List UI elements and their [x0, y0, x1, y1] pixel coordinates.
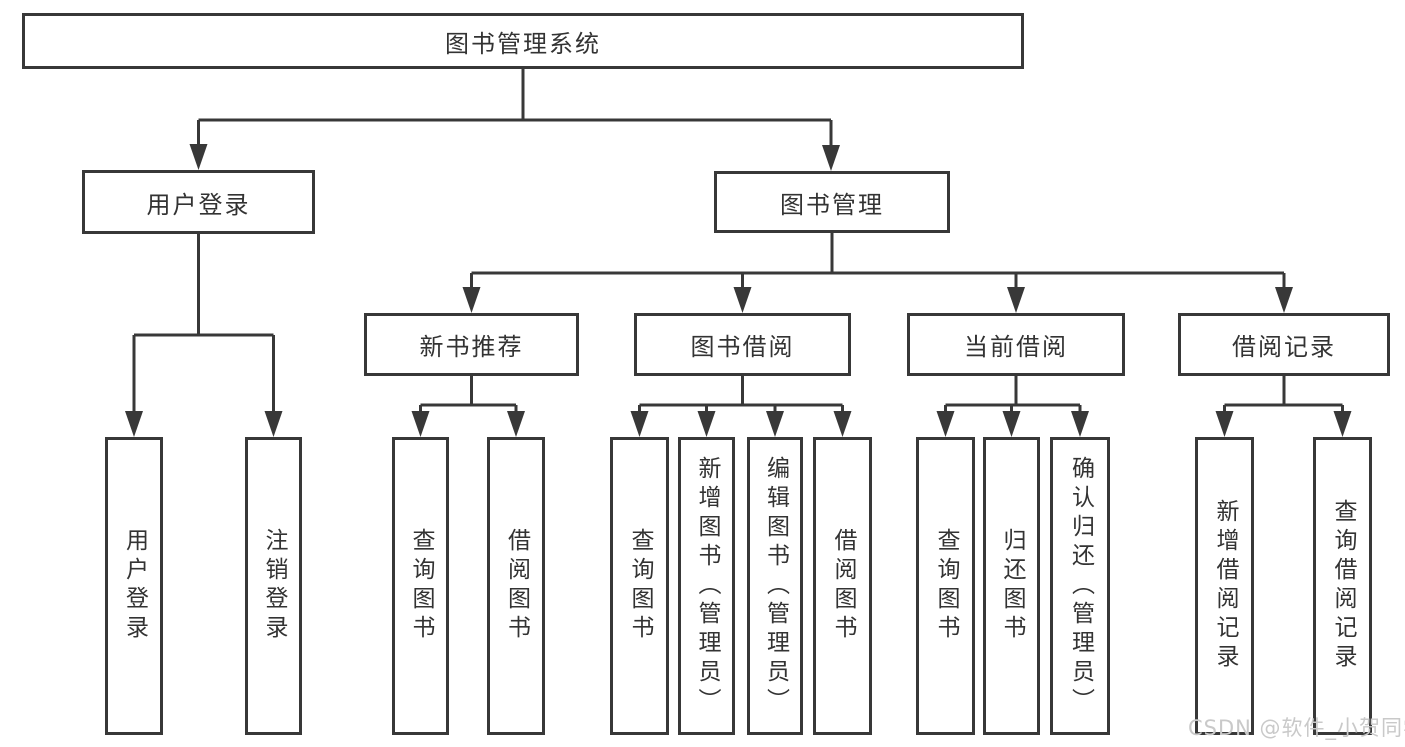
- leaf-borrow-books-recommend: 借阅图书: [487, 437, 545, 735]
- connector-current-borrow-children: [936, 376, 1089, 437]
- node-label: 图书借阅: [690, 333, 795, 361]
- node-label: 用户登录: [121, 528, 148, 644]
- leaf-add-borrow-record: 新增借阅记录: [1195, 437, 1254, 735]
- leaf-query-books-borrow: 查询图书: [610, 437, 669, 735]
- node-label: 新书推荐: [419, 333, 524, 361]
- node-label: 新增借阅记录: [1212, 499, 1238, 673]
- connector-new-book-children: [411, 376, 525, 437]
- node-label: 用户登录: [146, 190, 251, 219]
- node-label: 图书管理: [780, 190, 884, 219]
- leaf-edit-book-admin: 编辑图书（管理员）: [747, 437, 803, 735]
- node-label: 确认归还（管理员）: [1067, 455, 1094, 717]
- leaf-query-borrow-record: 查询借阅记录: [1313, 437, 1372, 735]
- node-book-borrowing: 图书借阅: [634, 313, 851, 376]
- connector-borrow-record-children: [1215, 376, 1352, 437]
- leaf-logout: 注销登录: [245, 437, 302, 735]
- leaf-query-books-current: 查询图书: [916, 437, 975, 735]
- node-label: 注销登录: [261, 528, 287, 644]
- csdn-watermark: CSDN @软件_小贺同学: [1188, 716, 1405, 740]
- node-label: 借阅记录: [1232, 333, 1336, 361]
- node-new-book-recommendation: 新书推荐: [364, 313, 579, 376]
- leaf-return-books: 归还图书: [983, 437, 1040, 735]
- node-label: 归还图书: [999, 528, 1025, 644]
- connector-book-management-children: [462, 233, 1293, 313]
- leaf-confirm-return-admin: 确认归还（管理员）: [1050, 437, 1110, 735]
- leaf-add-book-admin: 新增图书（管理员）: [678, 437, 735, 735]
- node-label: 借阅图书: [503, 528, 530, 644]
- node-borrowing-records: 借阅记录: [1178, 313, 1390, 376]
- leaf-borrow-books: 借阅图书: [813, 437, 872, 735]
- connector-root-to-level2: [189, 69, 840, 171]
- node-book-management: 图书管理: [714, 171, 950, 233]
- leaf-query-books-recommend: 查询图书: [392, 437, 449, 735]
- leaf-user-login: 用户登录: [105, 437, 163, 735]
- node-current-borrowing: 当前借阅: [907, 313, 1125, 376]
- node-label: 借阅图书: [830, 528, 856, 644]
- node-library-management-system: 图书管理系统: [22, 13, 1024, 69]
- node-user-login: 用户登录: [82, 170, 315, 234]
- connector-user-login-children: [125, 234, 283, 437]
- node-label: 图书管理系统: [445, 29, 601, 58]
- node-label: 查询图书: [408, 528, 434, 644]
- node-label: 编辑图书（管理员）: [762, 455, 789, 717]
- connector-book-borrow-children: [630, 376, 852, 437]
- node-label: 新增图书（管理员）: [694, 455, 720, 717]
- node-label: 查询借阅记录: [1330, 499, 1356, 673]
- node-label: 查询图书: [627, 528, 653, 644]
- node-label: 查询图书: [933, 528, 959, 644]
- node-label: 当前借阅: [964, 333, 1068, 361]
